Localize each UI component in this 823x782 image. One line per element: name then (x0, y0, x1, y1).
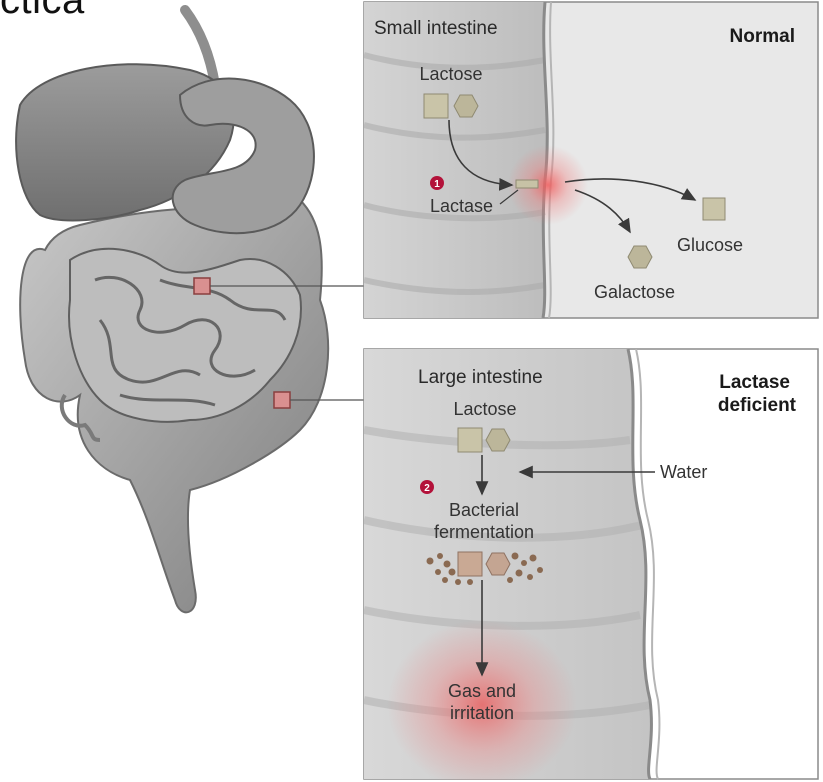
panel-deficient: Large intestine Lactase deficient Lactos… (364, 349, 818, 782)
panel-normal-location: Small intestine (374, 18, 498, 39)
large-intestine-marker (274, 392, 290, 408)
digestive-system-illustration (16, 10, 364, 612)
fermentation-label-line2: fermentation (434, 522, 534, 542)
lactose-label-normal: Lactose (419, 64, 482, 84)
panel-deficient-condition-line1: Lactase (719, 372, 790, 393)
step-marker-1-number: 1 (434, 179, 440, 190)
panel-normal: Small intestine Normal Lactose 1 Lactase… (364, 2, 818, 318)
galactose-label: Galactose (594, 282, 675, 302)
small-intestine-marker (194, 278, 210, 294)
lactase-enzyme (516, 180, 538, 188)
fermentation-label-line1: Bacterial (449, 500, 519, 520)
glucose-label: Glucose (677, 235, 743, 255)
panel-deficient-location: Large intestine (418, 367, 543, 388)
panel-normal-condition: Normal (730, 26, 795, 47)
glucose-molecule (703, 198, 725, 220)
water-label: Water (660, 462, 707, 482)
step-marker-2-number: 2 (424, 483, 430, 494)
gas-label-line2: irritation (450, 703, 514, 723)
gas-label-line1: Gas and (448, 681, 516, 701)
lactase-label: Lactase (430, 196, 493, 216)
lactose-label-deficient: Lactose (453, 399, 516, 419)
panel-deficient-condition-line2: deficient (718, 395, 797, 416)
